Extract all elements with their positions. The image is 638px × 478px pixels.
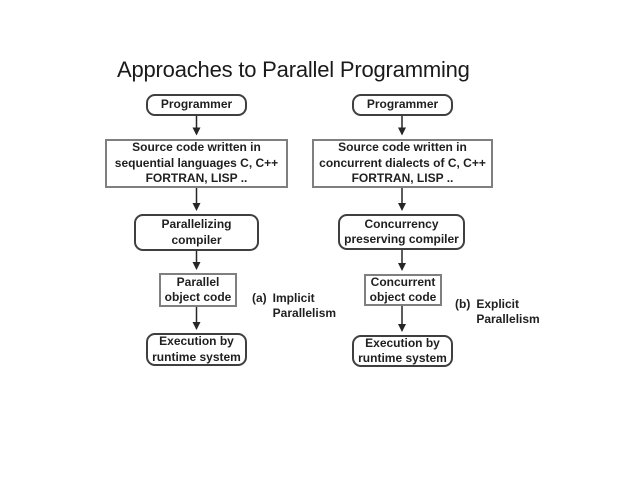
box-right-execution-runtime: Execution by runtime system [352,335,453,367]
box-left-parallelizing-compiler: Parallelizing compiler [134,214,259,251]
box-right-concurrent-object-code: Concurrent object code [364,274,442,306]
label-explicit-parallelism: (b) Explicit Parallelism [455,297,540,327]
box-left-parallel-object-code: Parallel object code [159,273,237,307]
box-right-concurrency-compiler: Concurrency preserving compiler [338,214,465,250]
box-left-execution-runtime: Execution by runtime system [146,333,247,366]
label-b-prefix: (b) [455,297,471,311]
slide-title: Approaches to Parallel Programming [117,57,470,82]
label-implicit-parallelism: (a) Implicit Parallelism [252,291,336,321]
label-a-text: Implicit Parallelism [272,291,337,320]
box-right-programmer: Programmer [352,94,453,116]
label-a-prefix: (a) [252,291,267,305]
box-left-programmer: Programmer [146,94,247,116]
box-right-source-code: Source code written in concurrent dialec… [312,139,493,188]
box-left-source-code: Source code written in sequential langua… [105,139,288,188]
label-b-text: Explicit Parallelism [476,297,540,326]
